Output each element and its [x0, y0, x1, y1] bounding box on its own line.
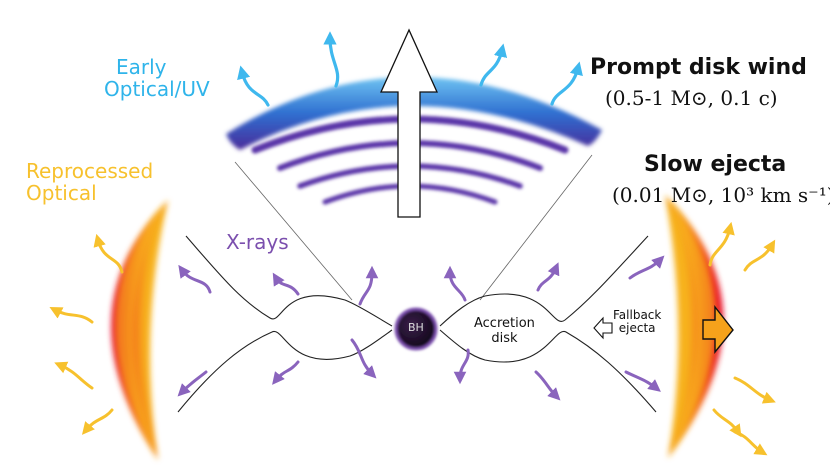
black-hole	[394, 307, 438, 351]
early-optical-label: Early Optical/UV	[104, 55, 210, 101]
outflow-arrow	[379, 28, 439, 218]
prompt-disk-wind-shell	[226, 76, 602, 150]
bh-label: BH	[408, 321, 424, 334]
prompt-disk-wind-params: (0.5-1 M⊙, 0.1 c)	[605, 86, 778, 110]
reprocessed-optical-line-2: Optical	[26, 181, 97, 206]
ejecta-expansion-arrow	[702, 304, 734, 354]
xray-arrows	[177, 255, 665, 401]
accretion-disk-line-1: Accretion	[474, 316, 535, 331]
accretion-flow-curves	[177, 235, 657, 413]
early-optical-line-2: Optical/UV	[104, 77, 210, 102]
fallback-ejecta-label: Fallback ejecta	[613, 308, 662, 336]
accretion-disk-label: Accretion disk	[474, 316, 535, 346]
slow-ejecta-right	[665, 195, 724, 458]
slow-ejecta-left	[111, 200, 168, 460]
wind-cone-lines	[234, 154, 593, 301]
early-optical-line-1: Early	[116, 55, 167, 79]
xrays-label: X-rays	[226, 230, 289, 254]
fallback-ejecta-line-1: Fallback	[613, 308, 662, 322]
early-optical-arrows	[237, 31, 583, 107]
reprocessed-optical-arrows	[49, 221, 776, 456]
slow-ejecta-title: Slow ejecta	[644, 152, 787, 177]
reprocessed-optical-label: Reprocessed Optical	[26, 160, 153, 205]
slow-ejecta-params: (0.01 M⊙, 10³ km s⁻¹)	[612, 183, 830, 207]
prompt-disk-wind-title: Prompt disk wind	[590, 55, 807, 80]
fallback-ejecta-line-2: ejecta	[618, 321, 656, 336]
reprocessed-optical-line-1: Reprocessed	[26, 159, 154, 183]
accretion-disk-line-2: disk	[491, 330, 518, 346]
fallback-arrow	[593, 316, 613, 340]
